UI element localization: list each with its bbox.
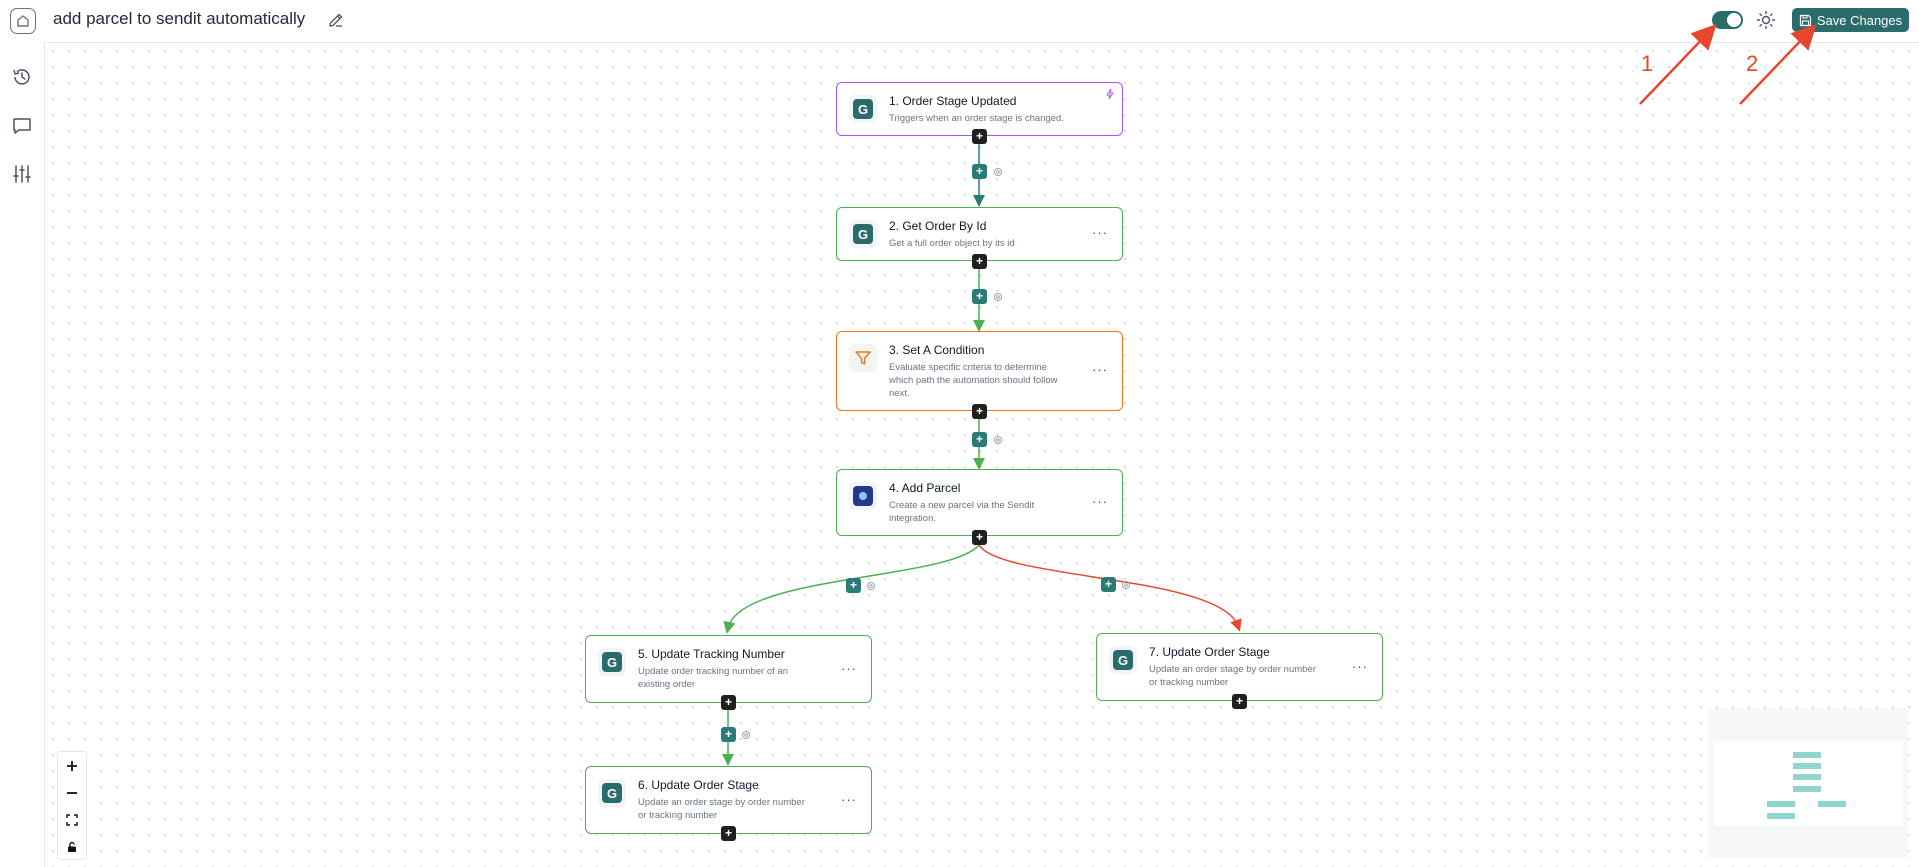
edge-settings-icon[interactable] bbox=[993, 435, 1003, 445]
add-step-button[interactable]: + bbox=[721, 695, 736, 710]
fit-view-icon bbox=[66, 813, 78, 826]
workflow-node-7[interactable]: G 7. Update Order Stage Update an order … bbox=[1096, 633, 1383, 701]
minimap-node bbox=[1793, 752, 1821, 758]
minimap[interactable] bbox=[1708, 708, 1908, 858]
trigger-bolt-icon bbox=[1106, 88, 1114, 100]
node-menu-button[interactable]: ··· bbox=[841, 661, 857, 676]
left-sidebar bbox=[0, 42, 44, 867]
g-logo-icon: G bbox=[602, 652, 622, 672]
node-menu-button[interactable]: ··· bbox=[1092, 362, 1108, 377]
g-logo-icon: G bbox=[1113, 650, 1133, 670]
insert-step-button-success[interactable]: + bbox=[846, 578, 861, 593]
save-changes-button[interactable]: Save Changes bbox=[1792, 8, 1909, 32]
save-icon bbox=[1799, 14, 1811, 26]
edge-settings-icon[interactable] bbox=[741, 730, 751, 740]
zoom-out-button[interactable] bbox=[58, 779, 86, 806]
fit-view-button[interactable] bbox=[58, 806, 86, 833]
node-description: Update an order stage by order number or… bbox=[1149, 664, 1316, 688]
node-description: Evaluate specific criteria to determine … bbox=[889, 362, 1058, 399]
node-title: 7. Update Order Stage bbox=[1149, 645, 1270, 659]
plus-icon bbox=[67, 760, 77, 771]
settings-sliders-icon[interactable] bbox=[11, 163, 33, 185]
edge-settings-icon[interactable] bbox=[993, 292, 1003, 302]
workflow-node-1[interactable]: G 1. Order Stage Updated Triggers when a… bbox=[836, 82, 1123, 136]
workflow-canvas[interactable] bbox=[44, 42, 1919, 867]
workflow-node-6[interactable]: G 6. Update Order Stage Update an order … bbox=[585, 766, 872, 834]
zoom-in-button[interactable] bbox=[58, 752, 86, 779]
automation-active-toggle[interactable] bbox=[1712, 11, 1743, 29]
minimap-node bbox=[1793, 786, 1821, 792]
add-step-button[interactable]: + bbox=[1232, 694, 1247, 709]
node-title: 3. Set A Condition bbox=[889, 343, 985, 357]
history-icon[interactable] bbox=[11, 66, 33, 88]
annotation-label-2: 2 bbox=[1746, 51, 1759, 76]
node-icon-wrapper: G bbox=[849, 95, 877, 123]
annotation-label-1: 1 bbox=[1641, 51, 1654, 76]
node-icon-wrapper: G bbox=[598, 779, 626, 807]
node-icon-wrapper bbox=[849, 344, 877, 372]
edge-settings-icon[interactable] bbox=[993, 167, 1003, 177]
workflow-node-2[interactable]: G 2. Get Order By Id Get a full order ob… bbox=[836, 207, 1123, 261]
insert-step-button[interactable]: + bbox=[721, 727, 736, 742]
add-step-button[interactable]: + bbox=[972, 254, 987, 269]
node-title: 1. Order Stage Updated bbox=[889, 94, 1017, 108]
insert-step-button[interactable]: + bbox=[972, 432, 987, 447]
theme-sun-icon[interactable] bbox=[1756, 10, 1776, 30]
home-icon bbox=[17, 15, 29, 27]
lock-button[interactable] bbox=[58, 833, 86, 860]
comments-icon[interactable] bbox=[11, 115, 33, 137]
add-step-button[interactable]: + bbox=[721, 826, 736, 841]
node-icon-wrapper: G bbox=[598, 648, 626, 676]
node-menu-button[interactable]: ··· bbox=[1092, 494, 1108, 509]
insert-step-button[interactable]: + bbox=[972, 289, 987, 304]
node-title: 4. Add Parcel bbox=[889, 481, 961, 495]
minimap-node bbox=[1793, 763, 1821, 769]
node-menu-button[interactable]: ··· bbox=[1352, 659, 1368, 674]
node-description: Get a full order object by its id bbox=[889, 238, 1015, 249]
node-description: Create a new parcel via the Sendit integ… bbox=[889, 500, 1035, 524]
g-logo-icon: G bbox=[853, 224, 873, 244]
edge-settings-icon[interactable] bbox=[866, 581, 876, 591]
g-logo-icon: G bbox=[853, 99, 873, 119]
node-menu-button[interactable]: ··· bbox=[1092, 225, 1108, 240]
top-bar: add parcel to sendit automatically Save … bbox=[0, 0, 1919, 42]
node-title: 6. Update Order Stage bbox=[638, 778, 759, 792]
node-title: 5. Update Tracking Number bbox=[638, 647, 785, 661]
minimap-node bbox=[1818, 801, 1846, 807]
filter-icon bbox=[855, 351, 871, 365]
minimap-node bbox=[1767, 801, 1795, 807]
page-title: add parcel to sendit automatically bbox=[53, 9, 306, 28]
workflow-node-4[interactable]: 4. Add Parcel Create a new parcel via th… bbox=[836, 469, 1123, 536]
node-menu-button[interactable]: ··· bbox=[841, 792, 857, 807]
minimap-node bbox=[1793, 774, 1821, 780]
minimap-node bbox=[1767, 813, 1795, 819]
node-description: Triggers when an order stage is changed. bbox=[889, 113, 1064, 124]
insert-step-button-failure[interactable]: + bbox=[1101, 577, 1116, 592]
minus-icon bbox=[67, 791, 77, 794]
node-title: 2. Get Order By Id bbox=[889, 219, 987, 233]
add-step-button[interactable]: + bbox=[972, 129, 987, 144]
g-logo-icon: G bbox=[602, 783, 622, 803]
edge-settings-icon[interactable] bbox=[1121, 580, 1131, 590]
workflow-node-5[interactable]: G 5. Update Tracking Number Update order… bbox=[585, 635, 872, 703]
home-button[interactable] bbox=[10, 8, 36, 34]
sendit-logo-icon bbox=[853, 486, 873, 506]
node-description: Update order tracking number of an exist… bbox=[638, 666, 788, 690]
save-changes-label: Save Changes bbox=[1816, 12, 1903, 28]
node-icon-wrapper: G bbox=[849, 220, 877, 248]
edit-title-icon[interactable] bbox=[327, 11, 345, 29]
node-icon-wrapper: G bbox=[1109, 646, 1137, 674]
lock-icon bbox=[68, 841, 76, 852]
zoom-controls bbox=[57, 751, 87, 860]
workflow-node-3[interactable]: 3. Set A Condition Evaluate specific cri… bbox=[836, 331, 1123, 411]
insert-step-button[interactable]: + bbox=[972, 164, 987, 179]
add-step-button[interactable]: + bbox=[972, 530, 987, 545]
node-icon-wrapper bbox=[849, 482, 877, 510]
minimap-viewport bbox=[1714, 741, 1903, 826]
node-description: Update an order stage by order number or… bbox=[638, 797, 805, 821]
add-step-button[interactable]: + bbox=[972, 404, 987, 419]
